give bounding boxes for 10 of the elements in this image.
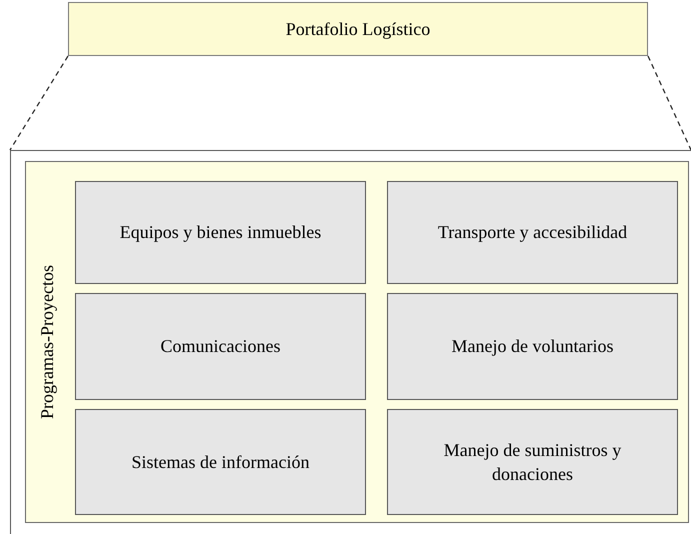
program-box: Manejo de suministros y donaciones bbox=[387, 409, 678, 515]
program-box: Manejo de voluntarios bbox=[387, 293, 678, 400]
program-box: Comunicaciones bbox=[75, 293, 366, 400]
program-box: Equipos y bienes inmuebles bbox=[75, 181, 366, 284]
vertical-label: Programas-Proyectos bbox=[36, 265, 58, 419]
program-box: Sistemas de información bbox=[75, 409, 366, 515]
program-box: Transporte y accesibilidad bbox=[387, 181, 678, 284]
dashed-line bbox=[647, 56, 691, 150]
dashed-line bbox=[9, 56, 69, 150]
title-box: Portafolio Logístico bbox=[68, 2, 648, 56]
